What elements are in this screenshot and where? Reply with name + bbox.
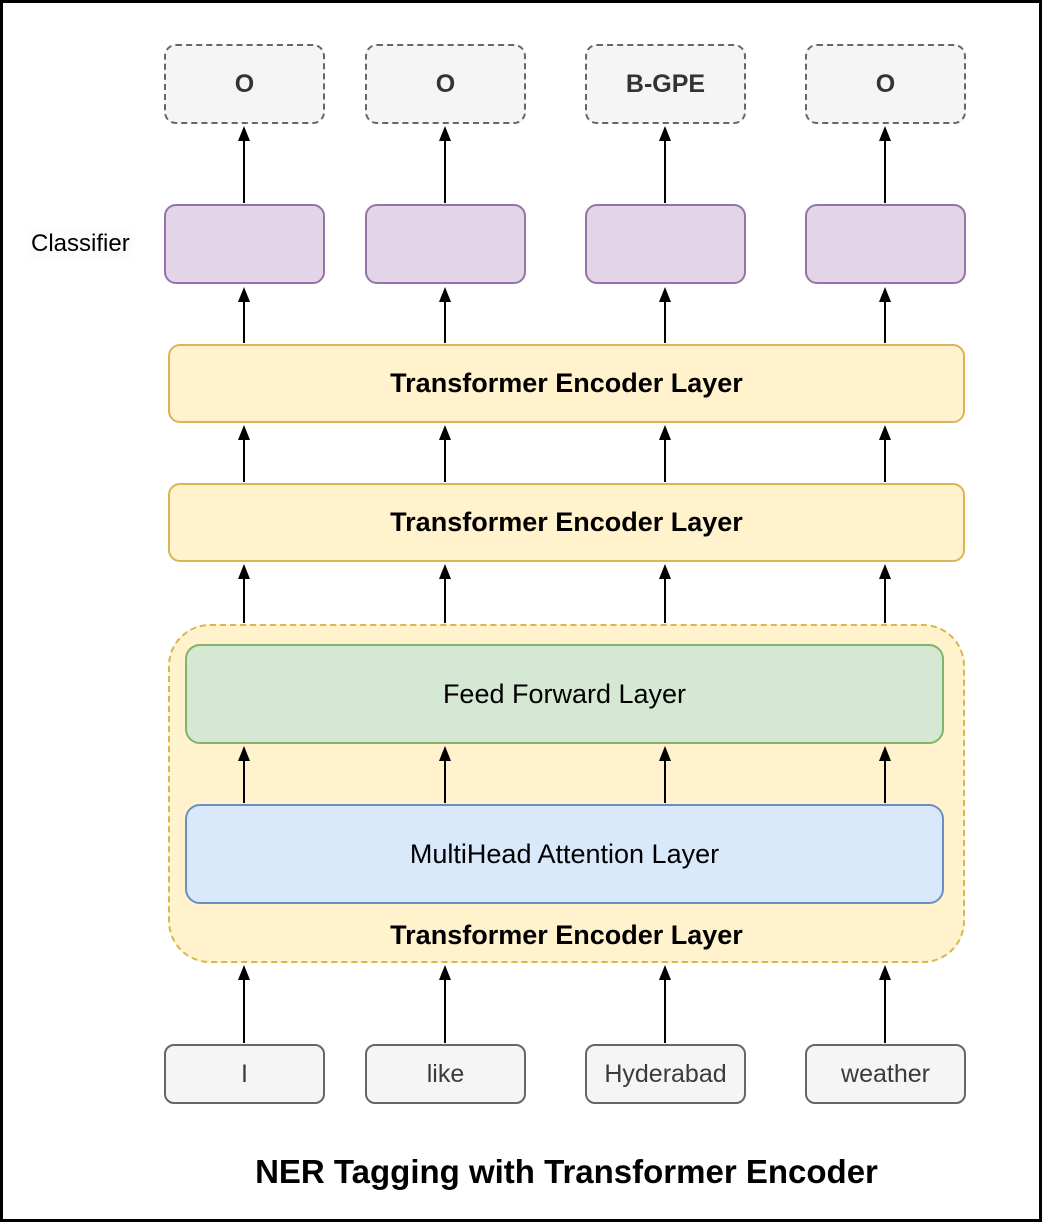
token-box: I <box>164 1044 325 1104</box>
arrow-classifier-to-output <box>238 126 250 203</box>
feed-forward-label: Feed Forward Layer <box>442 678 687 709</box>
arrow-encoder2-to-encoder1 <box>439 425 451 482</box>
token-label: Hyderabad <box>604 1059 727 1088</box>
arrow-token-to-detail <box>659 965 671 1043</box>
arrow-encoder2-to-encoder1 <box>879 425 891 482</box>
transformer-encoder-layer-bar: Transformer Encoder Layer <box>168 483 965 562</box>
arrow-encoder1-to-classifier <box>439 287 451 343</box>
arrow-token-to-detail <box>879 965 891 1043</box>
token-box: weather <box>805 1044 966 1104</box>
arrow-attention-to-feedforward <box>238 746 250 803</box>
output-tag-box: O <box>805 44 966 124</box>
classifier-box <box>805 204 966 284</box>
multihead-attention-layer-box: MultiHead Attention Layer <box>185 804 944 904</box>
output-tag-label: O <box>234 69 255 98</box>
classifier-box <box>585 204 746 284</box>
arrow-detail-to-encoder2 <box>879 564 891 623</box>
arrow-attention-to-feedforward <box>659 746 671 803</box>
classifier-box <box>365 204 526 284</box>
arrow-attention-to-feedforward <box>439 746 451 803</box>
arrow-attention-to-feedforward <box>879 746 891 803</box>
arrow-token-to-detail <box>439 965 451 1043</box>
arrow-token-to-detail <box>238 965 250 1043</box>
token-box: like <box>365 1044 526 1104</box>
encoder-bar-label: Transformer Encoder Layer <box>390 507 743 537</box>
multihead-attention-label: MultiHead Attention Layer <box>409 838 720 869</box>
token-box: Hyderabad <box>585 1044 746 1104</box>
output-tag-label: O <box>875 69 896 98</box>
output-tag-label: O <box>435 69 456 98</box>
arrow-detail-to-encoder2 <box>659 564 671 623</box>
arrow-encoder2-to-encoder1 <box>238 425 250 482</box>
feed-forward-layer-box: Feed Forward Layer <box>185 644 944 744</box>
output-tag-box: O <box>164 44 325 124</box>
classifier-row-label: Classifier <box>28 230 133 258</box>
token-label: like <box>426 1059 465 1088</box>
encoder-bar-label: Transformer Encoder Layer <box>390 368 743 398</box>
output-tag-label: B-GPE <box>625 69 706 98</box>
arrow-detail-to-encoder2 <box>238 564 250 623</box>
token-label: weather <box>841 1059 930 1088</box>
arrow-classifier-to-output <box>439 126 451 203</box>
classifier-box <box>164 204 325 284</box>
transformer-encoder-layer-bar: Transformer Encoder Layer <box>168 344 965 423</box>
arrow-detail-to-encoder2 <box>439 564 451 623</box>
token-label: I <box>241 1059 248 1088</box>
arrow-classifier-to-output <box>879 126 891 203</box>
arrow-encoder2-to-encoder1 <box>659 425 671 482</box>
encoder-detail-caption: Transformer Encoder Layer <box>390 919 743 950</box>
arrow-encoder1-to-classifier <box>659 287 671 343</box>
arrow-encoder1-to-classifier <box>879 287 891 343</box>
arrow-encoder1-to-classifier <box>238 287 250 343</box>
output-tag-box: O <box>365 44 526 124</box>
arrow-classifier-to-output <box>659 126 671 203</box>
diagram-title: NER Tagging with Transformer Encoder <box>255 1153 878 1190</box>
output-tag-box: B-GPE <box>585 44 746 124</box>
